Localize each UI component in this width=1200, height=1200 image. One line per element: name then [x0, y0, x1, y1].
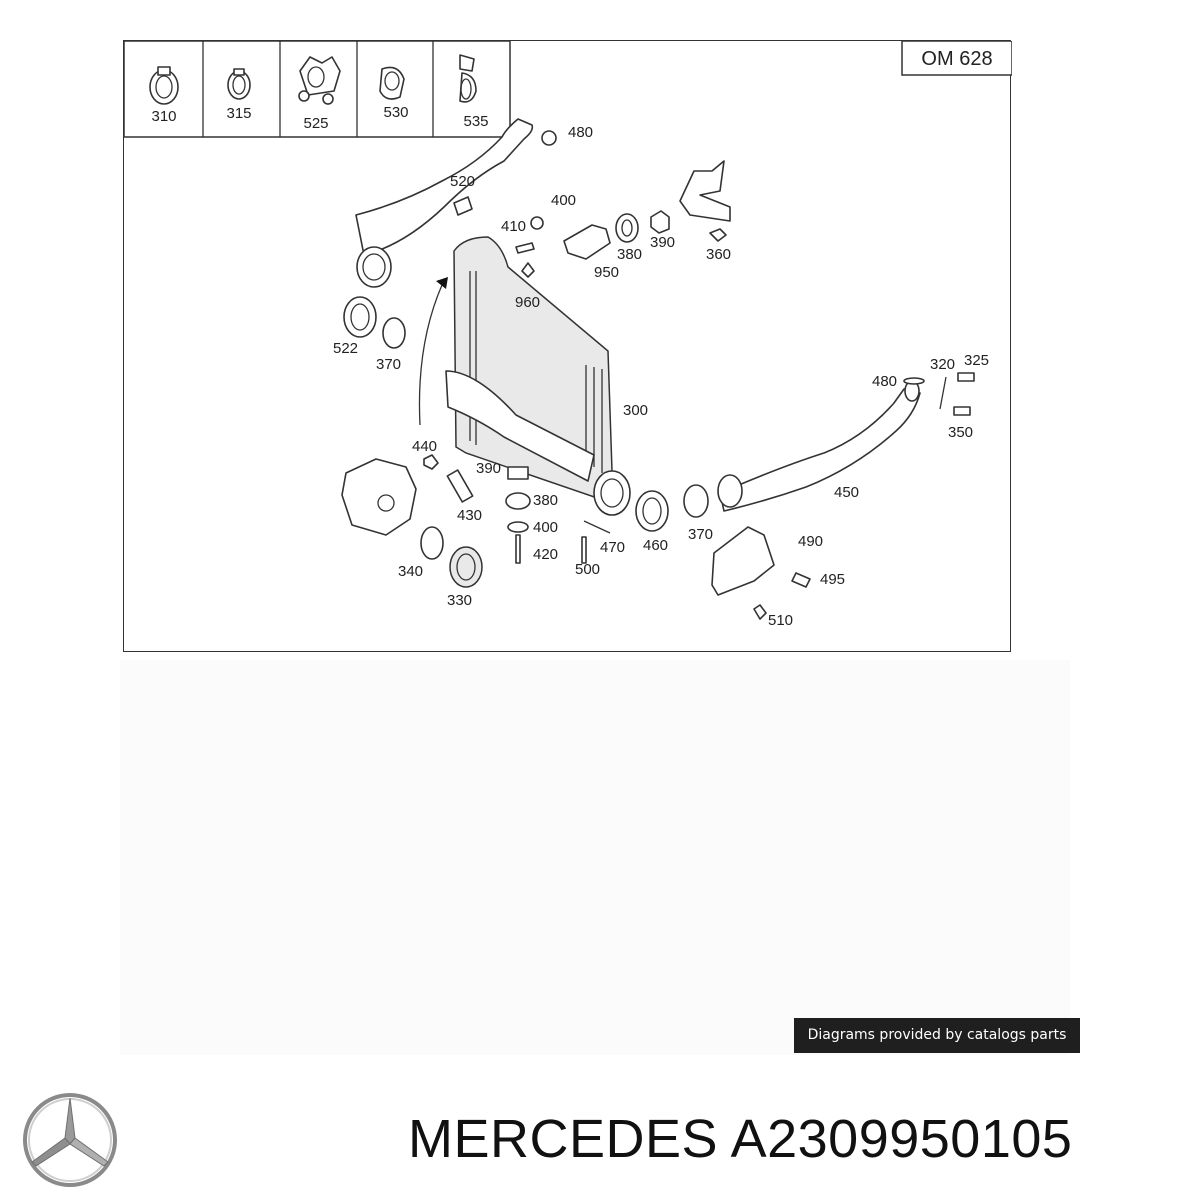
callout-400: 400 [551, 192, 576, 209]
inset-label-315: 315 [226, 105, 251, 122]
callout-460: 460 [643, 537, 668, 554]
callout-430: 430 [457, 507, 482, 524]
callout-350: 350 [948, 424, 973, 441]
inset-label-535: 535 [463, 113, 488, 130]
callout-320: 320 [930, 356, 955, 373]
diagram-blank-area [120, 660, 1070, 1055]
parts-diagram: OM 628 310 315 52 [123, 40, 1012, 652]
callout-410: 410 [501, 218, 526, 235]
mount-bracket-icon [711, 526, 775, 596]
mercedes-star-logo-icon [23, 1093, 117, 1187]
clamp-535-icon [459, 54, 477, 103]
callout-495: 495 [820, 571, 845, 588]
callout-400-lower: 400 [533, 519, 558, 536]
callout-490: 490 [798, 533, 823, 550]
callout-340: 340 [398, 563, 423, 580]
part-number: A2309950105 [730, 1109, 1073, 1169]
callout-300: 300 [623, 402, 648, 419]
callout-370: 370 [376, 356, 401, 373]
callout-522: 522 [333, 340, 358, 357]
seal-ring-480-icon [541, 130, 557, 146]
callout-440: 440 [412, 438, 437, 455]
callout-390: 390 [650, 234, 675, 251]
callout-450: 450 [834, 484, 859, 501]
callout-510: 510 [768, 612, 793, 629]
charge-air-hose-lower-icon [719, 388, 921, 512]
callout-520: 520 [450, 173, 475, 190]
engine-code: OM 628 [921, 48, 992, 70]
brand-part-line: MERCEDES A2309950105 [408, 1108, 1072, 1170]
inset-label-525: 525 [303, 115, 328, 132]
clamp-530-icon [379, 66, 405, 100]
callout-390-lower: 390 [476, 460, 501, 477]
clamp-inset-table: 310 315 525 530 535 [124, 41, 511, 138]
callout-420: 420 [533, 546, 558, 563]
callout-470: 470 [600, 539, 625, 556]
callout-960: 960 [515, 294, 540, 311]
callout-325: 325 [964, 352, 989, 369]
callout-950: 950 [594, 264, 619, 281]
clamp-310-icon [149, 66, 179, 105]
callout-380: 380 [617, 246, 642, 263]
callout-370-lower: 370 [688, 526, 713, 543]
callout-360: 360 [706, 246, 731, 263]
inset-label-530: 530 [383, 104, 408, 121]
throttle-housing-icon [341, 458, 417, 536]
inset-label-310: 310 [151, 108, 176, 125]
callout-480-right: 480 [872, 373, 897, 390]
diagram-svg: OM 628 310 315 52 [124, 41, 1012, 629]
callout-330: 330 [447, 592, 472, 609]
charge-air-hose-upper-icon [355, 118, 534, 256]
intercooler-body-icon [453, 236, 613, 502]
clamp-525-icon [298, 56, 341, 105]
brand-name: MERCEDES [408, 1109, 719, 1169]
callout-500: 500 [575, 561, 600, 578]
callout-380-lower: 380 [533, 492, 558, 509]
credit-badge: Diagrams provided by catalogs parts [794, 1018, 1080, 1053]
clamp-315-icon [227, 68, 251, 100]
intercooler-assembly [341, 118, 975, 620]
callout-480: 480 [568, 124, 593, 141]
engine-code-box [901, 41, 1012, 76]
